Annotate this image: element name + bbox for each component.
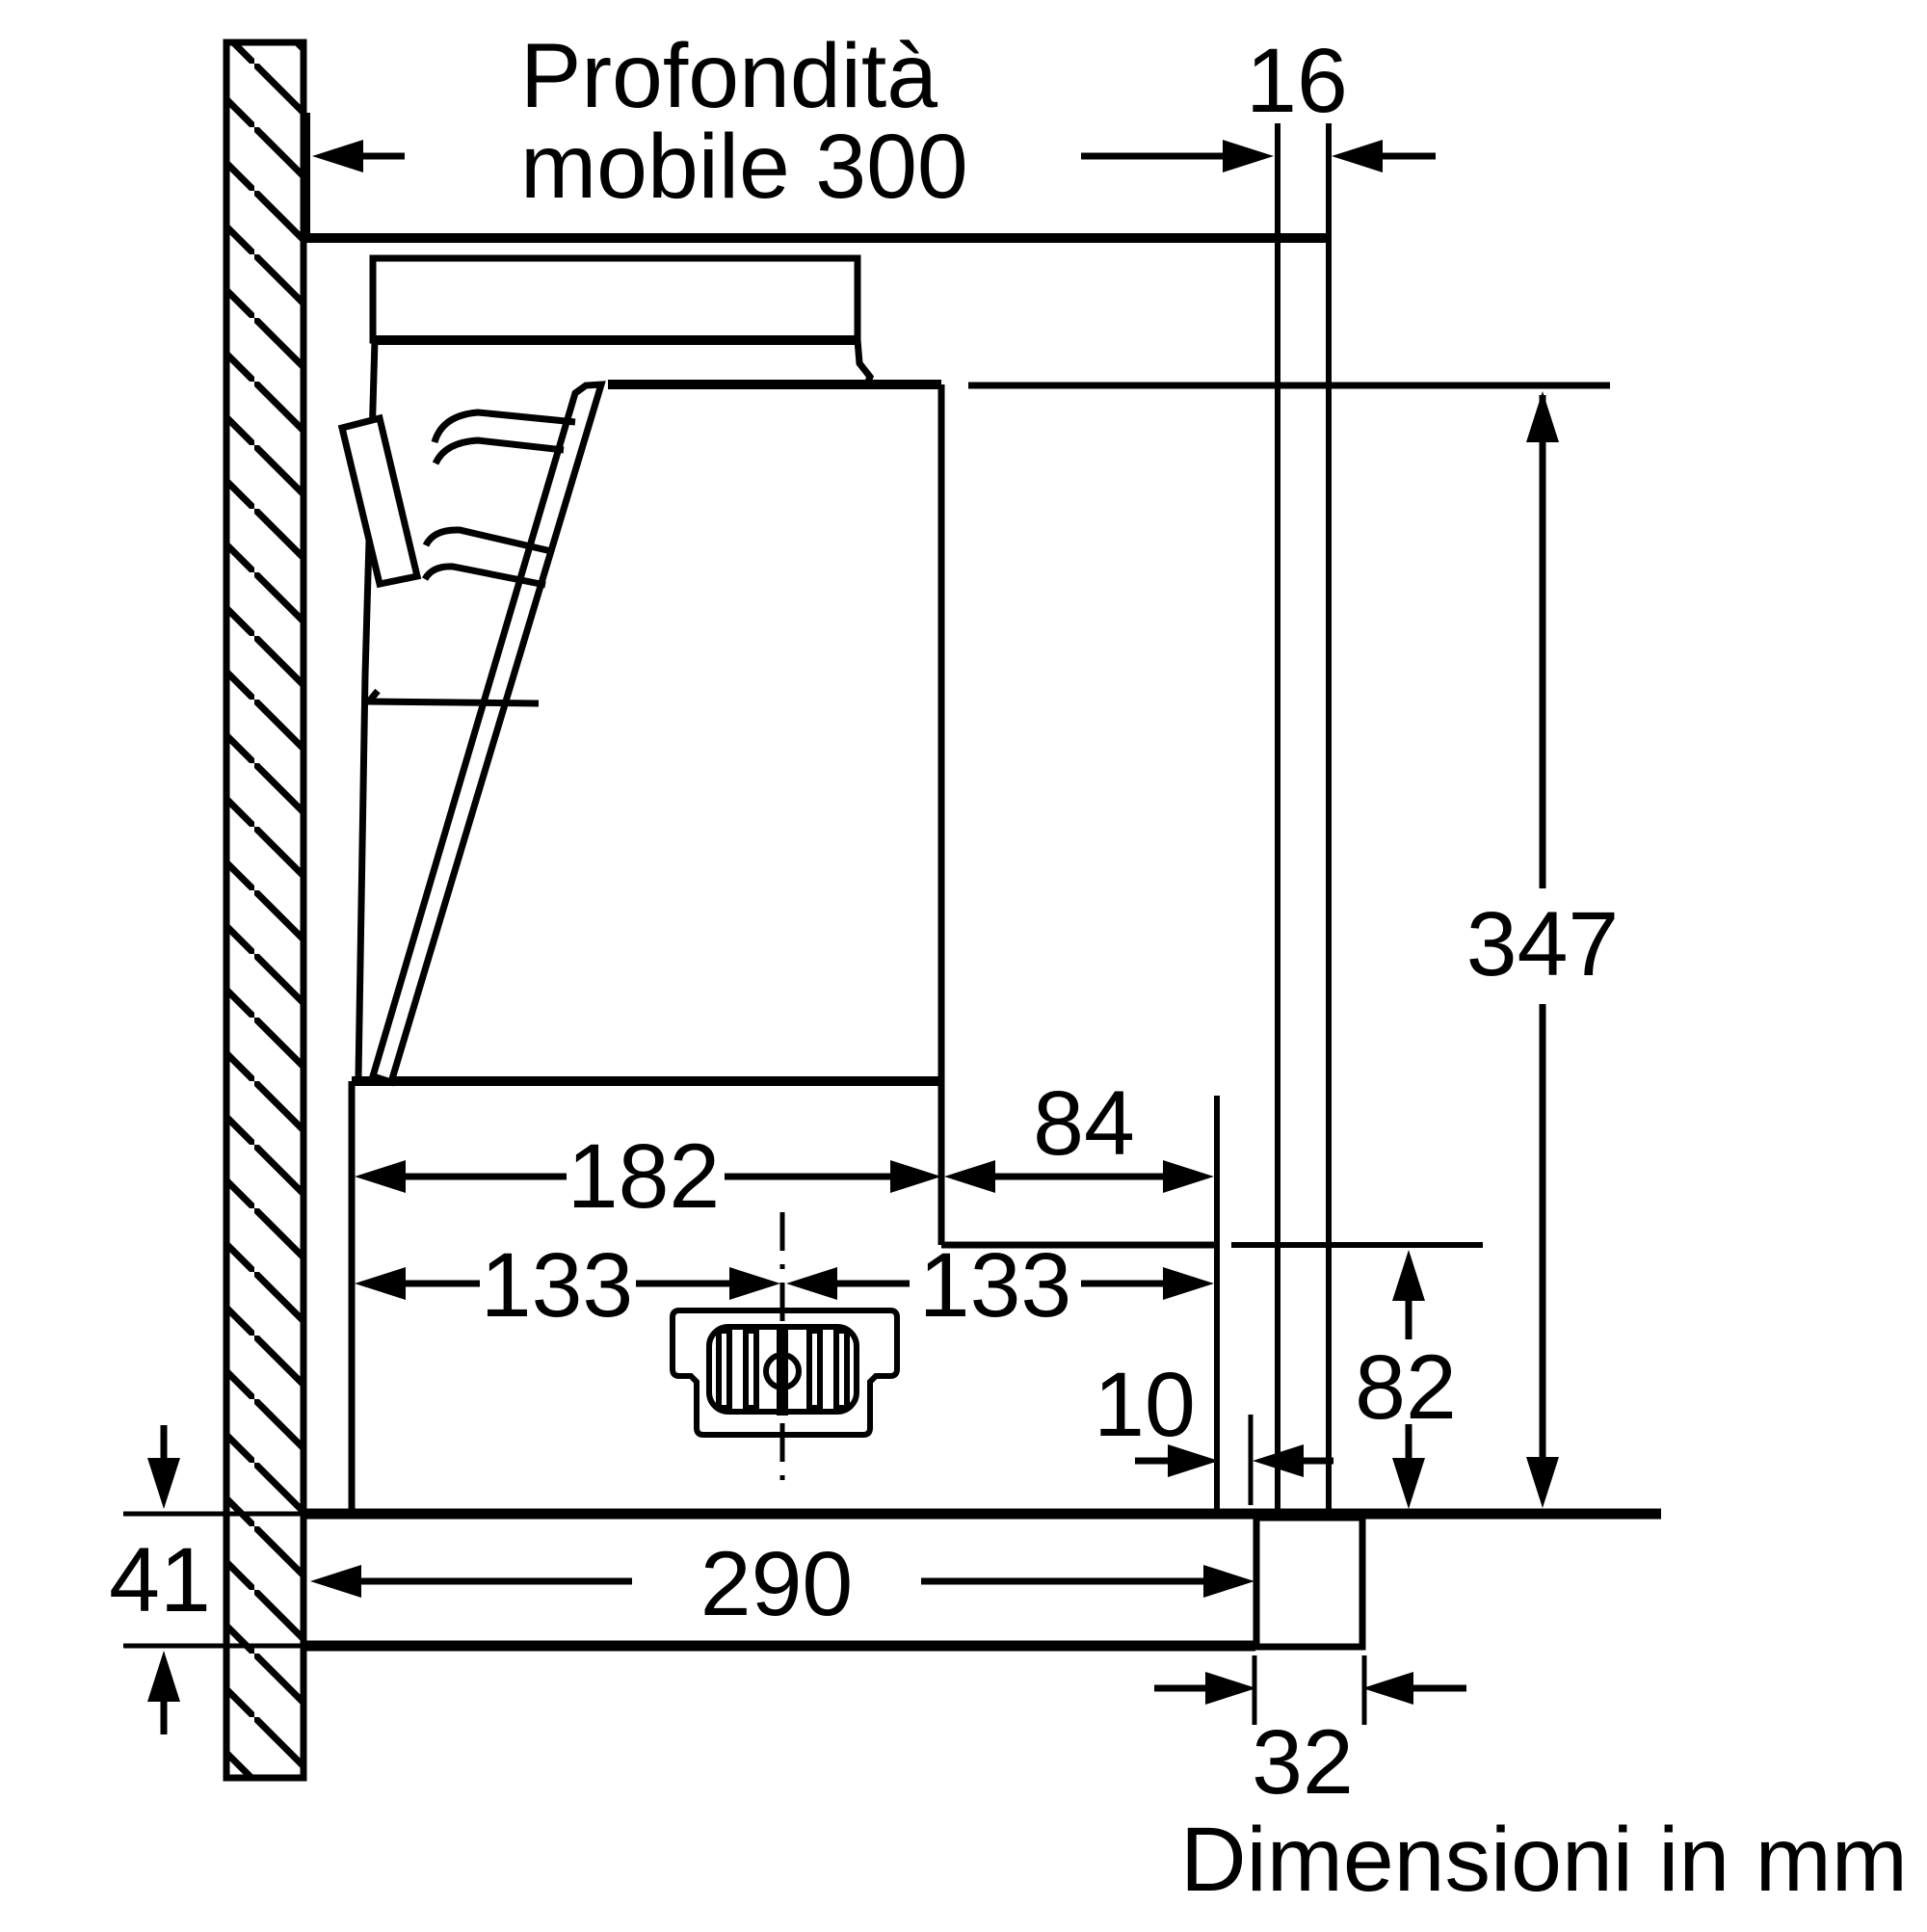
dim-182-value: 182 [568, 1125, 721, 1228]
depth-label-line2: mobile 300 [520, 116, 968, 218]
dimension-cabinet-depth-300: Profondità mobile 300 [312, 25, 1274, 218]
dim-133L-value: 133 [481, 1234, 634, 1337]
filter-fin-2-bottom [421, 563, 546, 589]
dimension-width-182: 182 [355, 1125, 941, 1228]
dim-182-arrowhead-left [355, 1160, 406, 1193]
filter-fin-1-bottom [432, 437, 565, 465]
filter-fin-2-top [422, 526, 552, 555]
dim-32-arrowhead-left [1205, 1672, 1256, 1705]
dim-82-value: 82 [1355, 1337, 1457, 1439]
worktop [123, 1508, 1661, 1652]
dim-32-arrowhead-right [1362, 1672, 1413, 1705]
filter-fin-1-top [431, 409, 576, 444]
dimension-gap-10: 10 [1094, 1354, 1333, 1505]
dimension-worktop-41: 41 [109, 1425, 211, 1734]
dim-133R-arrowhead-left [786, 1267, 837, 1300]
duct-connector-rib-2 [743, 1328, 759, 1411]
dim-84-value: 84 [1033, 1072, 1135, 1175]
dimension-center-right-133: 133 [786, 1234, 1214, 1337]
duct-connector [670, 1212, 900, 1494]
hood-mounting-box [369, 254, 861, 344]
dimension-overhang-84: 84 [944, 1072, 1214, 1193]
duct-connector-rib-4 [833, 1328, 850, 1411]
dim-290-arrowhead-left [310, 1565, 361, 1598]
dimension-center-left-133: 133 [355, 1234, 780, 1337]
dimension-depth-290: 290 [310, 1533, 1254, 1635]
cabinet [304, 113, 1366, 1651]
wall-section [223, 39, 307, 1782]
dim-41-arrowhead-down [147, 1458, 180, 1509]
hood-body-front-edge [854, 339, 874, 386]
dim-10-arrowhead-left [1168, 1444, 1219, 1477]
dim-32-value: 32 [1252, 1711, 1354, 1813]
wall-hatching [226, 42, 304, 1778]
dim-84-arrowhead-right [1163, 1160, 1214, 1193]
dim-290-arrowhead-right [1203, 1565, 1254, 1598]
dimension-panel-16: 16 [1246, 30, 1436, 172]
dim-10-value: 10 [1094, 1354, 1196, 1456]
dim-10-arrowhead-right [1253, 1444, 1304, 1477]
hood [337, 254, 1220, 1514]
dim-133L-arrowhead-left [355, 1267, 406, 1300]
units-note: Dimensioni in mm [1180, 1809, 1908, 1911]
dim-133L-arrowhead-right [729, 1267, 780, 1300]
dim-41-arrowhead-up [147, 1651, 180, 1702]
filter-fin-3-edge [361, 688, 540, 707]
dim-347-value: 347 [1466, 893, 1620, 995]
dim-82-arrowhead-down [1392, 1458, 1425, 1509]
depth-label-line1: Profondità [520, 25, 937, 127]
dim-133R-value: 133 [919, 1234, 1072, 1337]
duct-connector-rib-1 [716, 1328, 732, 1411]
wall-outline [223, 39, 307, 1782]
dimension-rail-32: 32 [1154, 1655, 1466, 1813]
dim-347-arrowhead-down [1526, 1457, 1559, 1508]
depth-arrowhead-left [312, 140, 363, 172]
duct-connector-rib-3 [806, 1328, 823, 1411]
dim-16-arrowhead [1332, 140, 1383, 172]
dim-16-value: 16 [1246, 30, 1348, 132]
dim-290-value: 290 [700, 1533, 854, 1635]
cabinet-bottom-rail [1253, 1514, 1366, 1651]
dimension-height-82: 82 [1231, 1242, 1483, 1509]
dimension-height-347: 347 [968, 382, 1620, 1508]
dim-347-arrowhead-up [1526, 391, 1559, 442]
dim-41-value: 41 [109, 1529, 211, 1631]
rear-filter-strip [337, 413, 422, 589]
dim-84-arrowhead-left [944, 1160, 995, 1193]
tilted-front-flap [368, 381, 606, 1087]
dim-182-arrowhead-right [890, 1160, 941, 1193]
dim-133R-arrowhead-right [1163, 1267, 1214, 1300]
depth-arrowhead-right [1223, 140, 1274, 172]
dim-82-arrowhead-up [1392, 1250, 1425, 1301]
